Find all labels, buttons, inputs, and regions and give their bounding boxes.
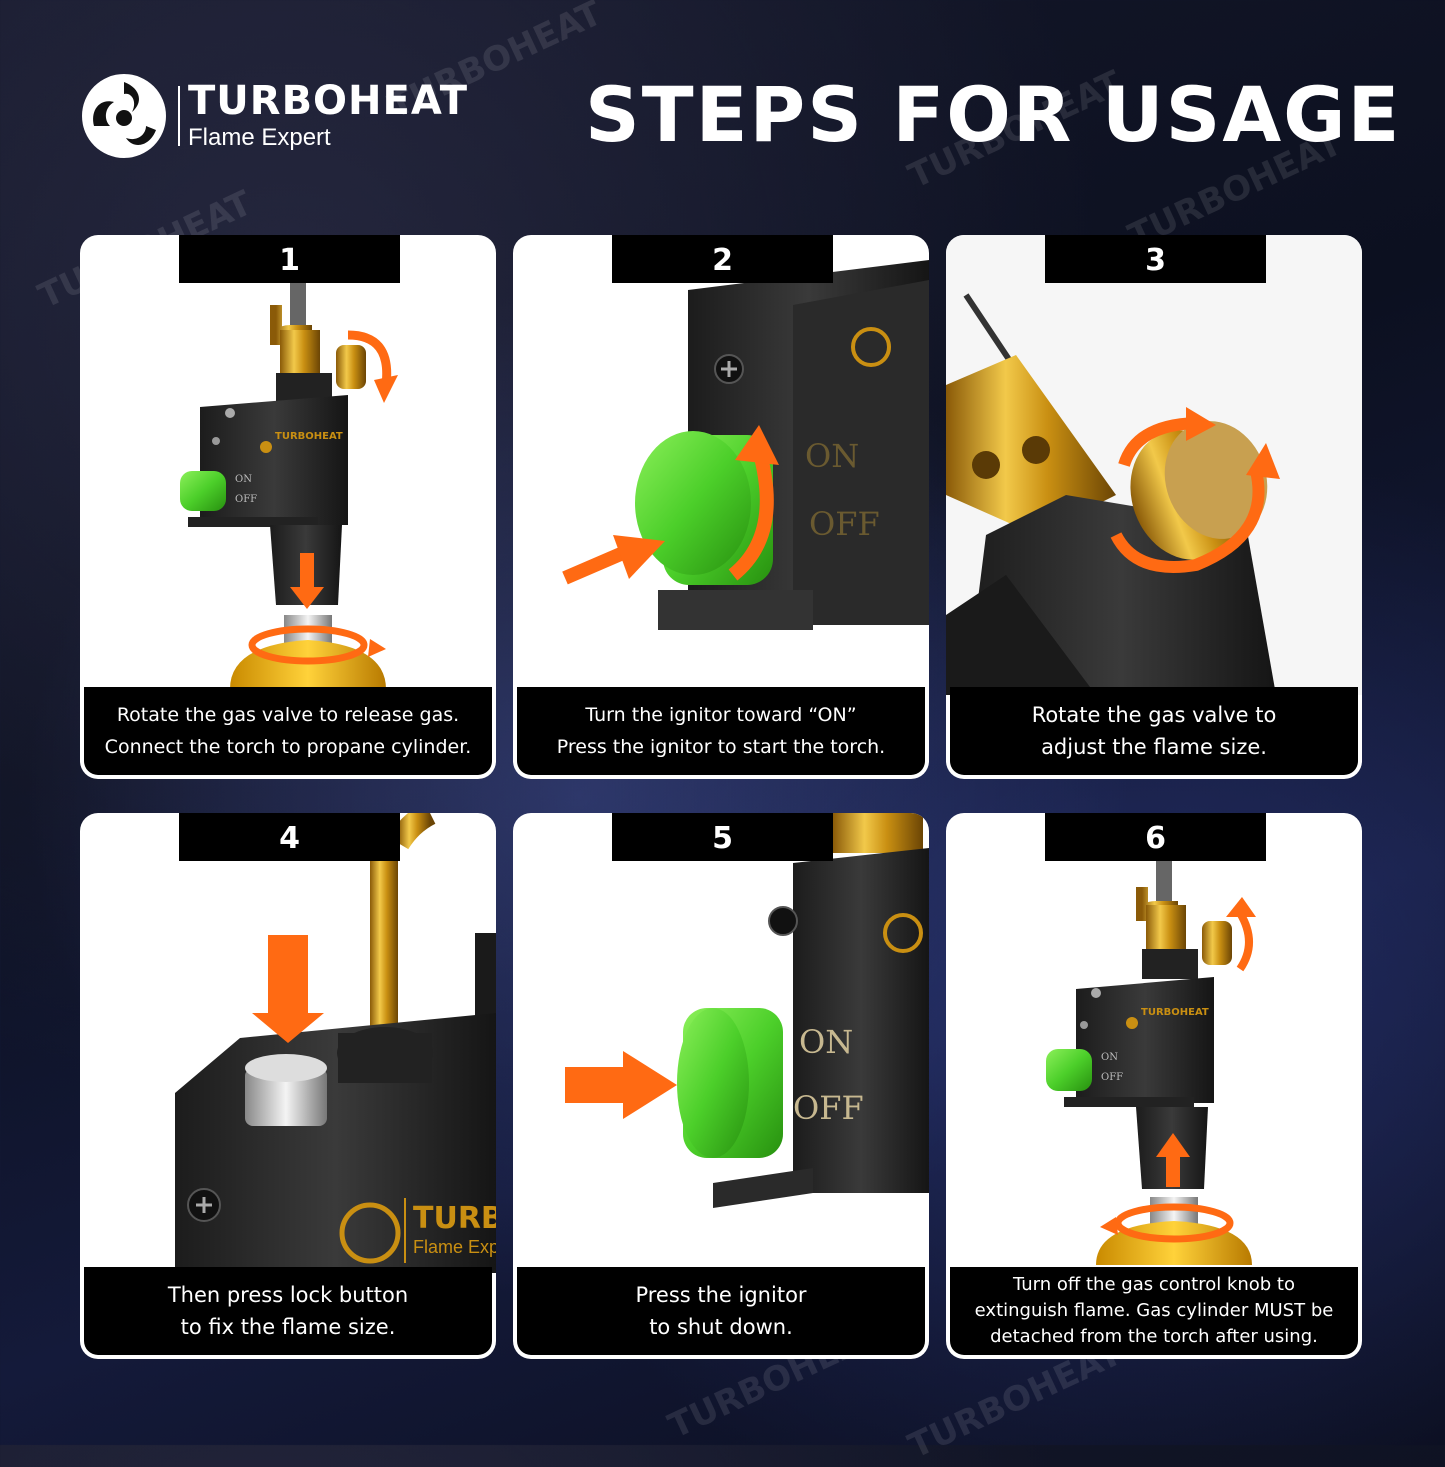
on-label: ON [805,437,859,475]
step-caption: Turn off the gas control knob to extingu… [950,1267,1358,1355]
step-caption: Press the ignitor to shut down. [517,1267,925,1355]
brand-name: TURBOHEAT [188,78,468,124]
step-card-1: 1 TURBOHEAT ON OFF Rotate the gas valve … [80,235,496,779]
on-label: ON [235,474,252,485]
caption-line: to fix the flame size. [180,1315,396,1339]
ignitor-off-illustration: ON OFF [565,813,929,1208]
panel-brand-text: TURB [413,1201,496,1236]
caption-line: Rotate the gas valve to [1031,703,1277,727]
step-caption: Then press lock button to fix the flame … [84,1267,492,1355]
caption-line: extinguish flame. Gas cylinder MUST be [974,1300,1334,1321]
caption-line: to shut down. [649,1315,793,1339]
step-number: 2 [612,235,833,283]
panel-brand-text: TURBOHEAT [275,431,343,442]
flame-adjust-illustration [946,235,1362,695]
caption-line: adjust the flame size. [1041,735,1267,759]
caption-line: Press the ignitor [635,1283,807,1307]
off-label: OFF [1101,1072,1123,1083]
off-label: OFF [235,494,257,505]
caption-line: Rotate the gas valve to release gas. [116,704,460,726]
logo-divider [178,86,180,146]
turboheat-logo-icon [82,74,166,158]
lock-button-illustration: TURB Flame Expe [175,813,496,1273]
step-caption: Rotate the gas valve to release gas. Con… [84,687,492,775]
step-caption: Rotate the gas valve to adjust the flame… [950,687,1358,775]
brand-tagline: Flame Expert [188,124,331,151]
on-label: ON [799,1023,853,1061]
on-label: ON [1101,1052,1118,1063]
caption-line: Turn off the gas control knob to [1012,1274,1295,1295]
panel-brand-text: TURBOHEAT [1141,1007,1209,1018]
torch-connect-illustration: TURBOHEAT ON OFF [180,280,398,689]
step-card-2: 2 ON OFF Turn the ignitor toward “ON” Pr… [513,235,929,779]
caption-line: Then press lock button [167,1283,409,1307]
caption-line: Turn the ignitor toward “ON” [585,704,857,726]
step-card-5: 5 ON OFF Press the ignitor to shut down. [513,813,929,1359]
ignitor-on-illustration: ON OFF [562,260,929,630]
step-number: 6 [1045,813,1266,861]
caption-line: detached from the torch after using. [990,1326,1318,1347]
off-label: OFF [793,1089,864,1127]
step-card-6: 6 TURBOHEAT ON OFF Turn off the gas cont… [946,813,1362,1359]
torch-disconnect-illustration: TURBOHEAT ON OFF [1046,858,1256,1265]
step-number: 4 [179,813,400,861]
step-card-4: 4 TURB Flame Expe Then press lock button… [80,813,496,1359]
step-number: 1 [179,235,400,283]
off-label: OFF [809,505,880,543]
brand-logo: TURBOHEAT Flame Expert [80,72,480,162]
step-number: 5 [612,813,833,861]
step-number: 3 [1045,235,1266,283]
step-caption: Turn the ignitor toward “ON” Press the i… [517,687,925,775]
caption-line: Connect the torch to propane cylinder. [104,736,472,758]
panel-tagline-text: Flame Expe [413,1237,496,1257]
page-title: STEPS FOR USAGE [585,70,1402,159]
caption-line: Press the ignitor to start the torch. [556,736,886,758]
step-card-3: 3 Rotate the gas valve to adjust the fla… [946,235,1362,779]
